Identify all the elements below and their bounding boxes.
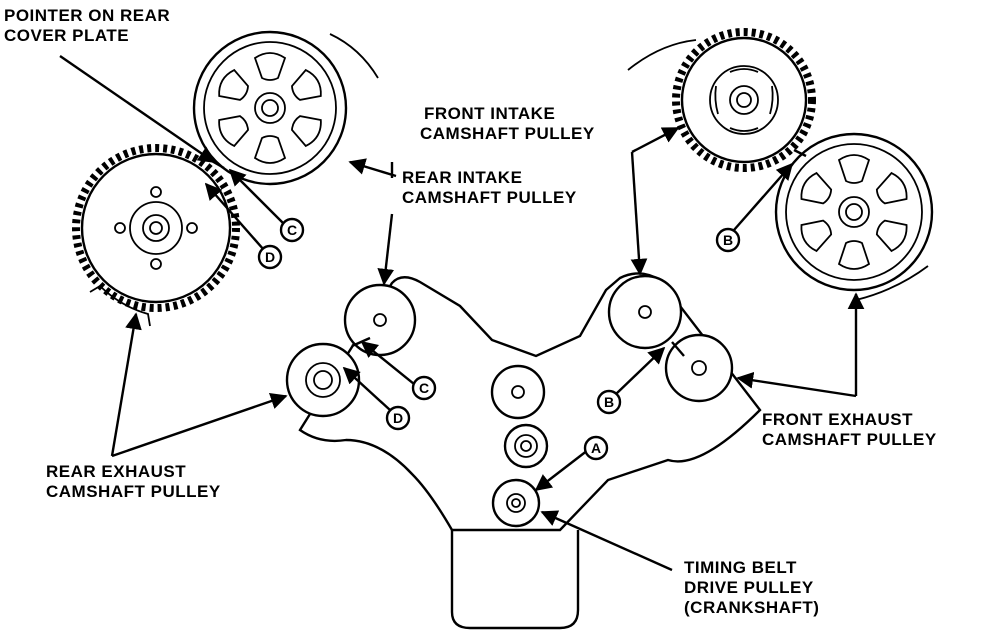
rear-exhaust-cam-pulley [72, 144, 240, 312]
engine-block-outline [298, 272, 762, 532]
label-rear-intake: REAR INTAKE CAMSHAFT PULLEY [402, 168, 577, 208]
label-front-intake-line2: CAMSHAFT PULLEY [420, 124, 595, 143]
idler-pulley-upper [490, 364, 546, 420]
marker-b-lower: B [596, 389, 622, 415]
marker-b-upper: B [715, 227, 741, 253]
front-intake-cam-pulley [672, 28, 816, 172]
marker-c-upper: C [279, 217, 305, 243]
label-rear-exhaust-line1: REAR EXHAUST [46, 462, 187, 481]
crankshaft-pulley [491, 478, 541, 528]
svg-text:A: A [591, 440, 601, 456]
marker-c-lower: C [411, 375, 437, 401]
marker-d-lower: D [385, 405, 411, 431]
rear-intake-cover-arc [329, 33, 379, 79]
label-front-exhaust: FRONT EXHAUST CAMSHAFT PULLEY [762, 410, 937, 450]
label-front-intake-line1: FRONT INTAKE [424, 104, 556, 123]
label-timing-line2: DRIVE PULLEY [684, 578, 814, 597]
svg-text:B: B [723, 232, 733, 248]
rear-intake-cam-pulley [192, 30, 348, 186]
marker-a: A [583, 435, 609, 461]
svg-text:B: B [604, 394, 614, 410]
svg-text:C: C [419, 380, 429, 396]
marker-d-upper: D [257, 244, 283, 270]
label-rear-exhaust-line2: CAMSHAFT PULLEY [46, 482, 221, 501]
label-front-exhaust-line2: CAMSHAFT PULLEY [762, 430, 937, 449]
svg-text:C: C [287, 222, 297, 238]
label-front-exhaust-line1: FRONT EXHAUST [762, 410, 913, 429]
front-intake-engine-pulley [607, 274, 683, 350]
label-pointer-rear-cover: POINTER ON REAR COVER PLATE [4, 6, 170, 46]
label-timing-line1: TIMING BELT [684, 558, 797, 577]
svg-text:D: D [393, 410, 403, 426]
front-exhaust-cam-pulley [774, 132, 934, 292]
label-timing-belt-drive: TIMING BELT DRIVE PULLEY (CRANKSHAFT) [684, 558, 819, 618]
svg-text:D: D [265, 249, 275, 265]
idler-pulley-lower [503, 423, 549, 469]
label-rear-intake-line2: CAMSHAFT PULLEY [402, 188, 577, 207]
label-timing-line3: (CRANKSHAFT) [684, 598, 820, 617]
label-front-intake: FRONT INTAKE CAMSHAFT PULLEY [420, 104, 595, 144]
label-rear-intake-line1: REAR INTAKE [402, 168, 523, 187]
front-intake-cover-arc [627, 39, 697, 71]
front-exhaust-engine-pulley [664, 333, 734, 403]
label-rear-exhaust: REAR EXHAUST CAMSHAFT PULLEY [46, 462, 221, 502]
label-pointer-line1: POINTER ON REAR [4, 6, 171, 25]
leader-lines [59, 55, 865, 572]
label-pointer-line2: COVER PLATE [4, 26, 130, 45]
rear-exhaust-engine-pulley [285, 342, 361, 418]
oil-pan-outline [450, 530, 580, 630]
rear-exhaust-cover-arc [89, 284, 151, 327]
